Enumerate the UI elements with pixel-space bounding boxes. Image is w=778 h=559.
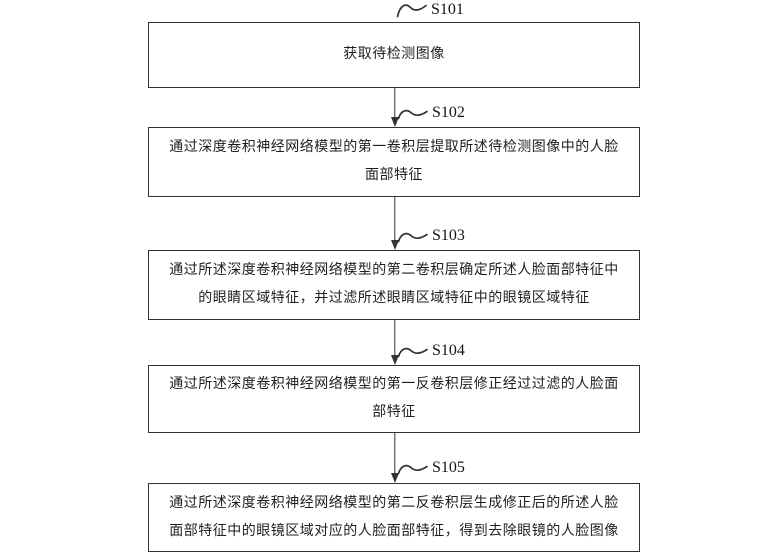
arrow-shaft bbox=[393, 433, 396, 476]
flow-arrow-4 bbox=[389, 433, 400, 483]
step-label-text: S104 bbox=[432, 342, 465, 359]
flow-arrow-2 bbox=[389, 197, 400, 250]
step-label-text: S103 bbox=[432, 227, 465, 244]
step-label-s101: S101 bbox=[396, 1, 464, 18]
reference-squiggle-icon bbox=[397, 109, 428, 120]
flow-arrow-1 bbox=[389, 88, 400, 127]
step-label-s103: S103 bbox=[397, 227, 465, 244]
flow-step-box-s105: 通过所述深度卷积神经网络模型的第二反卷积层生成修正后的所述人脸面部特征中的眼镜区… bbox=[148, 483, 640, 552]
step-label-text: S105 bbox=[432, 459, 465, 476]
arrow-head-icon bbox=[390, 240, 399, 250]
reference-squiggle-icon bbox=[397, 232, 428, 243]
flow-step-text: 获取待检测图像 bbox=[343, 47, 445, 62]
step-label-text: S102 bbox=[432, 104, 465, 121]
arrow-shaft bbox=[393, 197, 396, 243]
arrow-head-icon bbox=[390, 355, 399, 365]
flow-step-text: 通过所述深度卷积神经网络模型的第二反卷积层生成修正后的所述人脸面部特征中的眼镜区… bbox=[169, 495, 619, 539]
reference-squiggle-icon bbox=[396, 4, 427, 18]
flow-step-text: 通过所述深度卷积神经网络模型的第一反卷积层修正经过过滤的人脸面部特征 bbox=[169, 377, 619, 420]
step-label-s104: S104 bbox=[397, 342, 465, 359]
flow-step-box-s103: 通过所述深度卷积神经网络模型的第二卷积层确定所述人脸面部特征中的眼睛区域特征，并… bbox=[148, 250, 640, 320]
step-label-text: S101 bbox=[431, 1, 464, 18]
arrow-head-icon bbox=[390, 117, 399, 127]
reference-squiggle-icon bbox=[397, 464, 428, 475]
flow-step-box-s102: 通过深度卷积神经网络模型的第一卷积层提取所述待检测图像中的人脸面部特征 bbox=[148, 127, 640, 197]
arrow-head-icon bbox=[390, 473, 399, 483]
flow-arrow-3 bbox=[389, 320, 400, 365]
arrow-shaft bbox=[393, 88, 396, 120]
flow-step-text: 通过深度卷积神经网络模型的第一卷积层提取所述待检测图像中的人脸面部特征 bbox=[169, 140, 619, 183]
step-label-s102: S102 bbox=[397, 104, 465, 121]
arrow-shaft bbox=[393, 320, 396, 358]
flow-step-text: 通过所述深度卷积神经网络模型的第二卷积层确定所述人脸面部特征中的眼睛区域特征，并… bbox=[169, 263, 619, 306]
reference-squiggle-icon bbox=[397, 347, 428, 358]
step-label-s105: S105 bbox=[397, 459, 465, 476]
flow-step-box-s101: 获取待检测图像 bbox=[148, 22, 640, 88]
flow-step-box-s104: 通过所述深度卷积神经网络模型的第一反卷积层修正经过过滤的人脸面部特征 bbox=[148, 365, 640, 433]
